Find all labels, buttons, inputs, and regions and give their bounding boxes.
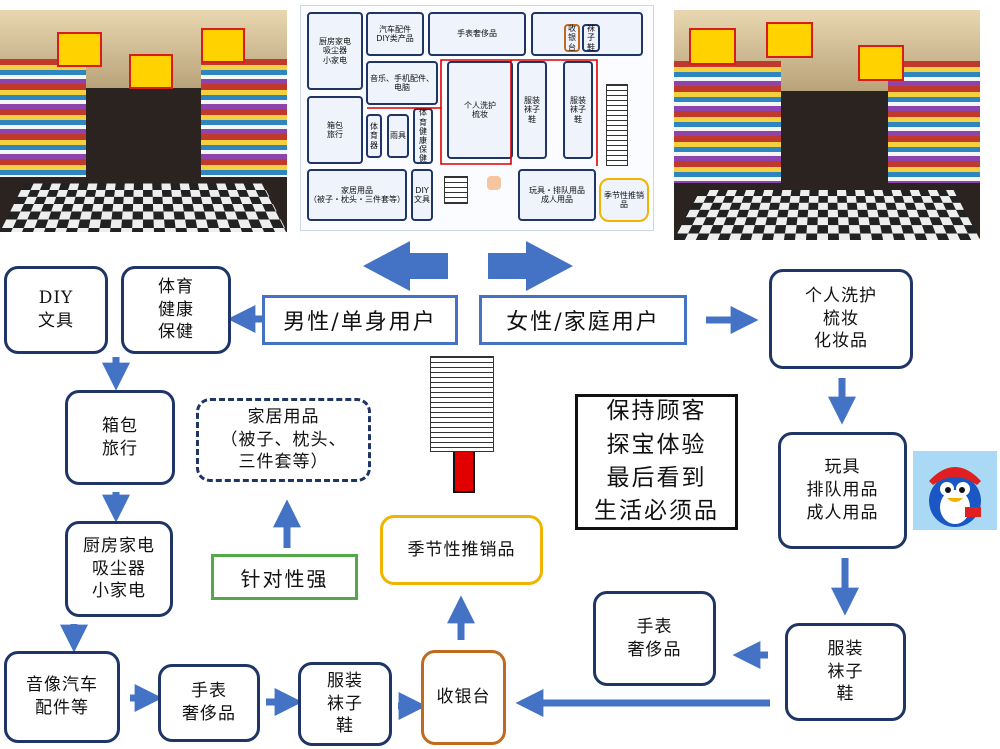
node-personal-care: 个人洗护 梳妆 化妆品	[769, 269, 913, 369]
node-watch-luxury-right: 手表 奢侈品	[593, 591, 716, 686]
map-route-arrows	[367, 59, 598, 166]
map-zone-watch: 手表奢侈品	[428, 12, 526, 56]
node-toys-queue-adult: 玩具 排队用品 成人用品	[778, 432, 907, 549]
map-zone-music: 音乐、手机配件、 电脑	[366, 61, 438, 105]
node-sports-health: 体育 健康 保健	[121, 266, 231, 354]
node-seasonal-promo: 季节性推销品	[380, 515, 543, 585]
map-zone-sports-left: 体 育 器	[366, 114, 382, 158]
node-clothing-left: 服装 袜子 鞋	[298, 662, 392, 746]
big-arrow-right	[488, 241, 573, 291]
big-arrow-left	[363, 241, 448, 291]
node-kitchen-appliances: 厨房家电 吸尘器 小家电	[65, 521, 173, 617]
strategy-note: 保持顾客 探宝体验 最后看到 生活必须品	[575, 394, 738, 530]
node-home-goods: 家居用品 （被子、枕头、 三件套等）	[196, 398, 371, 482]
node-diy-stationery: DIY 文具	[4, 266, 108, 354]
map-zone-seasonal: 季节性推销 品	[599, 178, 649, 222]
targeted-tag: 针对性强	[211, 554, 358, 600]
segment-female-tag: 女性/家庭用户	[479, 295, 687, 345]
map-zone-home: 家居用品 （被子・枕头・三件套等）	[307, 169, 407, 221]
store-floor-map: 厨房家电 吸尘器 小家电 汽车配件 DIY类产品 手表奢侈品 收 银 台 袜子 …	[300, 5, 654, 231]
node-av-car-parts: 音像汽车 配件等	[4, 651, 120, 743]
segment-male-tag: 男性/单身用户	[262, 295, 458, 345]
map-zone-luggage: 箱包 旅行	[307, 96, 363, 164]
map-zone-kitchen: 厨房家电 吸尘器 小家电	[307, 12, 363, 90]
map-zone-cashier: 收 银 台	[564, 24, 580, 52]
node-clothing-right: 服装 袜子 鞋	[785, 623, 906, 721]
map-stairs-left	[444, 176, 468, 204]
store-photo-right	[674, 10, 980, 240]
map-zone-clothing-a: 服装 袜子 鞋	[517, 61, 547, 159]
node-cashier: 收银台	[421, 650, 506, 745]
map-zone-personal-care: 个人洗护 梳妆	[447, 61, 513, 159]
map-zone-car-diy: 汽车配件 DIY类产品	[366, 12, 424, 56]
stairs-icon	[430, 356, 494, 452]
map-zone-umbrella: 雨具	[387, 114, 409, 158]
map-zone-socks-small: 袜子 鞋	[582, 24, 600, 52]
map-zone-diy: DIY 文具	[411, 169, 433, 221]
map-zone-sports-right: 体 育 健 康 保 健	[413, 108, 433, 164]
store-photo-left	[0, 10, 287, 232]
map-stairs-right	[606, 84, 628, 166]
node-watch-luxury-left: 手表 奢侈品	[158, 664, 260, 742]
penguin-mascot-icon	[913, 451, 997, 530]
map-zone-entry	[487, 176, 501, 190]
node-luggage-travel: 箱包 旅行	[65, 390, 175, 485]
map-zone-clothing-b: 服装 袜子 鞋	[563, 61, 593, 159]
map-zone-toys: 玩具・排队用品 成人用品	[518, 169, 596, 221]
